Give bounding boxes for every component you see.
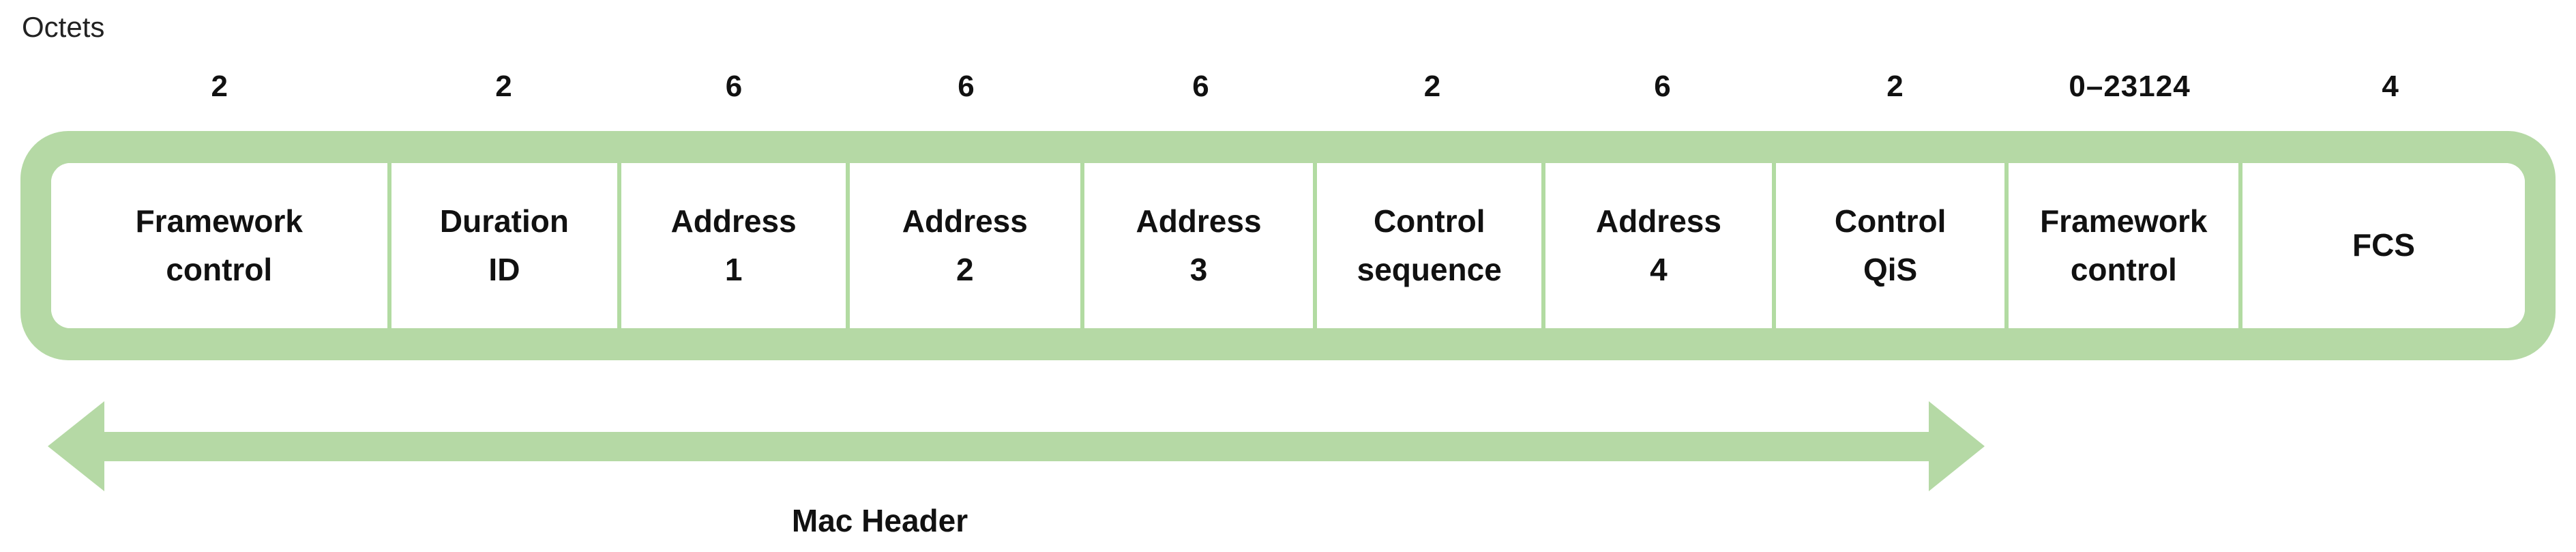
octet-count: 0–23124	[2069, 70, 2191, 103]
octet-count: 2	[1886, 70, 1904, 103]
field-cell-control-qis: Control QiS	[1771, 163, 2005, 328]
octet-count: 6	[958, 70, 975, 103]
frame-outline: Framework control Duration ID Address 1 …	[20, 131, 2556, 360]
field-cell-fcs: FCS	[2238, 163, 2525, 328]
octets-axis-label: Octets	[22, 11, 105, 43]
octet-count: 2	[1423, 70, 1442, 103]
octet-count: 6	[1654, 70, 1672, 103]
octet-count: 4	[2382, 70, 2399, 103]
octet-count: 6	[725, 70, 743, 103]
field-cell-address-1: Address 1	[617, 163, 846, 328]
field-cell-duration-id: Duration ID	[387, 163, 618, 328]
field-cell-control-sequence: Control sequence	[1313, 163, 1542, 328]
octet-count: 6	[1192, 70, 1210, 103]
field-cell-address-3: Address 3	[1080, 163, 1314, 328]
field-cell-framework-control-2: Framework control	[2004, 163, 2239, 328]
field-cell-address-4: Address 4	[1541, 163, 1772, 328]
field-cells: Framework control Duration ID Address 1 …	[51, 163, 2525, 328]
field-cell-framework-control: Framework control	[51, 163, 387, 328]
octet-count: 2	[495, 70, 513, 103]
mac-header-label: Mac Header	[791, 503, 968, 538]
mac-header-double-arrow-icon	[48, 401, 1985, 491]
octet-counts-row: 2 2 6 6 6 2 6 2 0–23124 4	[51, 61, 2534, 112]
field-cell-address-2: Address 2	[845, 163, 1080, 328]
octet-count: 2	[211, 70, 228, 103]
